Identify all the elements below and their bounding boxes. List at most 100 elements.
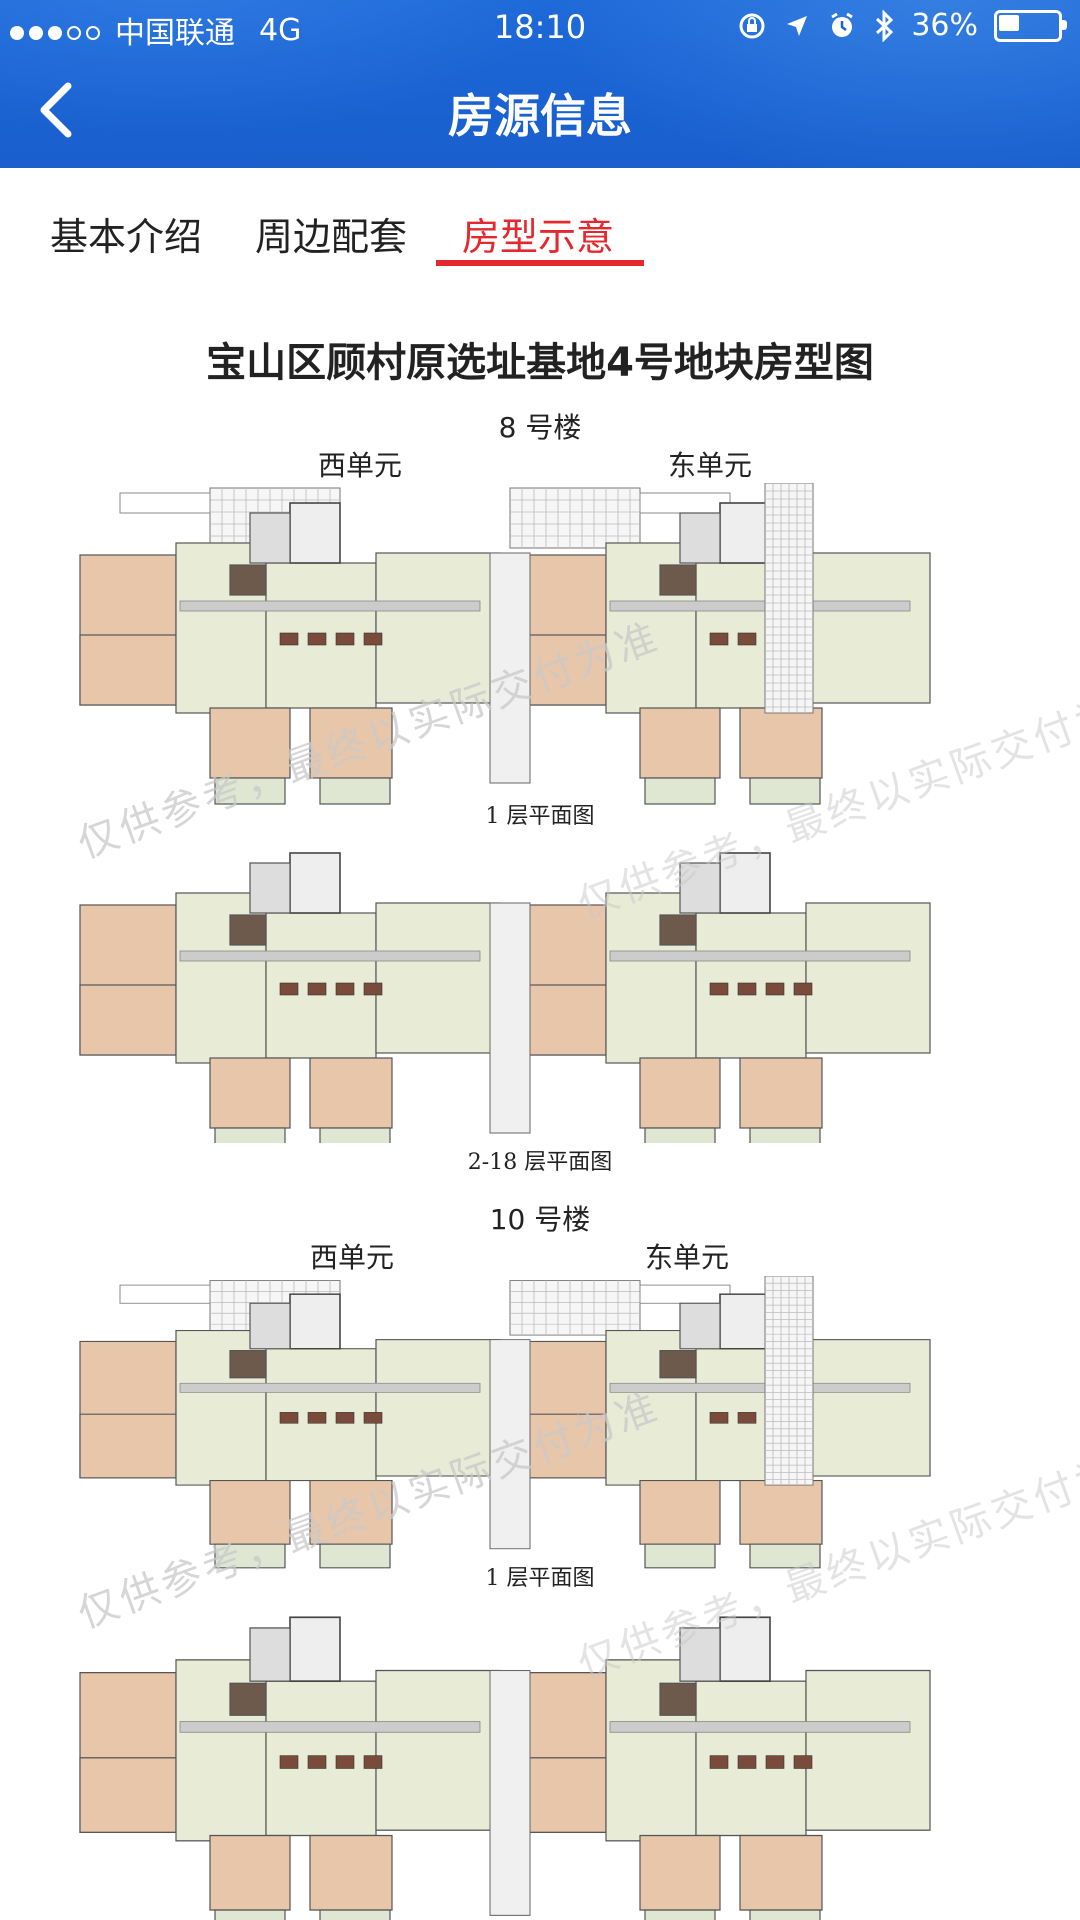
plan-room xyxy=(209,1480,291,1545)
plan-room xyxy=(79,634,177,706)
plan-room xyxy=(119,492,211,514)
app-header: 中国联通 4G 18:10 36% xyxy=(0,0,1080,168)
plan-room xyxy=(309,1834,393,1911)
plan-room xyxy=(709,982,729,996)
rotation-lock-icon xyxy=(739,13,765,38)
plan-room xyxy=(719,502,771,564)
plan-room xyxy=(229,1682,267,1716)
plan-room xyxy=(644,1909,716,1920)
plan-room xyxy=(609,1721,911,1733)
alarm-icon xyxy=(831,12,854,37)
plan-room xyxy=(363,982,383,996)
plan-room xyxy=(765,1755,785,1769)
plan-room xyxy=(307,632,327,646)
plan-room xyxy=(289,1616,341,1683)
plan-room xyxy=(749,1127,821,1143)
plan-room xyxy=(279,1412,299,1424)
plan-room xyxy=(739,1057,823,1129)
plan-room xyxy=(709,1412,729,1424)
plan-room xyxy=(249,512,291,564)
plan-room xyxy=(644,1543,716,1569)
plan-room xyxy=(679,512,721,564)
location-icon xyxy=(787,15,808,36)
plan-room xyxy=(739,707,823,779)
plan-room xyxy=(214,777,286,805)
plan-room xyxy=(79,1413,177,1479)
status-time: 18:10 xyxy=(493,8,587,46)
building-10-floor-1-plan xyxy=(79,1276,931,1569)
building-8-floor-2-18-caption: 2-18 层平面图 xyxy=(467,1150,613,1175)
plan-room xyxy=(679,1627,721,1682)
plan-room xyxy=(749,777,821,805)
plan-room xyxy=(279,632,299,646)
plan-room xyxy=(209,707,291,779)
plan-room xyxy=(609,1382,911,1393)
page-title: 房源信息 xyxy=(448,89,632,143)
tab-floor-plans[interactable]: 房型示意 xyxy=(462,215,615,259)
building-8-floor-2-18-plan xyxy=(79,852,931,1143)
plan-room xyxy=(644,777,716,805)
plan-room xyxy=(214,1909,286,1920)
plan-room xyxy=(307,1412,327,1424)
plan-room xyxy=(289,852,341,914)
plan-room xyxy=(639,492,731,514)
plan-room xyxy=(319,1909,391,1920)
building-10-floor-2-plan xyxy=(79,1616,931,1920)
plan-room xyxy=(639,1480,721,1545)
plan-room xyxy=(307,982,327,996)
plan-room xyxy=(335,632,355,646)
plan-room xyxy=(737,632,757,646)
tab-surroundings[interactable]: 周边配套 xyxy=(255,215,408,259)
plan-room xyxy=(214,1543,286,1569)
battery-icon xyxy=(994,9,1067,42)
plan-room xyxy=(179,1382,481,1393)
plan-room xyxy=(279,1755,299,1769)
back-arrow-icon[interactable] xyxy=(28,80,88,140)
plan-room xyxy=(119,1284,211,1304)
tab-basic-intro[interactable]: 基本介绍 xyxy=(50,215,203,259)
building-8-east-unit-label: 东单元 xyxy=(668,449,753,482)
plan-room xyxy=(805,1339,931,1477)
plan-room xyxy=(229,564,267,596)
plan-room xyxy=(805,1669,931,1831)
plan-room xyxy=(375,1339,501,1477)
building-8-title: 8 号楼 xyxy=(498,411,582,444)
plan-room xyxy=(249,862,291,914)
plan-room xyxy=(363,632,383,646)
building-8-west-unit-label: 西单元 xyxy=(318,449,403,482)
plan-room xyxy=(335,982,355,996)
plan-room xyxy=(209,1057,291,1129)
plan-room xyxy=(737,1412,757,1424)
plan-room xyxy=(749,1543,821,1569)
plan-room xyxy=(363,1755,383,1769)
status-bar: 中国联通 4G 18:10 36% xyxy=(0,0,1080,52)
plan-room xyxy=(639,1834,721,1911)
plan-room xyxy=(793,1755,813,1769)
plan-room xyxy=(659,564,697,596)
plan-room xyxy=(79,1757,177,1833)
plan-room xyxy=(805,902,931,1054)
plan-room xyxy=(805,552,931,704)
plan-room xyxy=(679,862,721,914)
plan-room xyxy=(737,1755,757,1769)
plan-room xyxy=(229,914,267,946)
plan-room xyxy=(509,487,641,549)
plan-room xyxy=(749,1909,821,1920)
plan-room xyxy=(309,707,393,779)
plan-room xyxy=(639,707,721,779)
building-8-floor-1-plan xyxy=(79,483,931,805)
building-8-floor-1-caption: 1 层平面图 xyxy=(485,804,595,829)
plan-room xyxy=(179,1721,481,1733)
building-10-west-unit-label: 西单元 xyxy=(310,1241,395,1274)
plan-room xyxy=(489,1339,531,1550)
plan-room xyxy=(509,1280,641,1336)
active-tab-indicator xyxy=(436,260,644,266)
plan-room xyxy=(719,852,771,914)
plan-room xyxy=(709,632,729,646)
plan-room xyxy=(659,914,697,946)
plan-room xyxy=(739,1480,823,1545)
plan-room xyxy=(309,1480,393,1545)
bluetooth-icon xyxy=(876,9,894,42)
building-10-east-unit-label: 东单元 xyxy=(645,1241,730,1274)
plan-room xyxy=(489,1669,531,1916)
